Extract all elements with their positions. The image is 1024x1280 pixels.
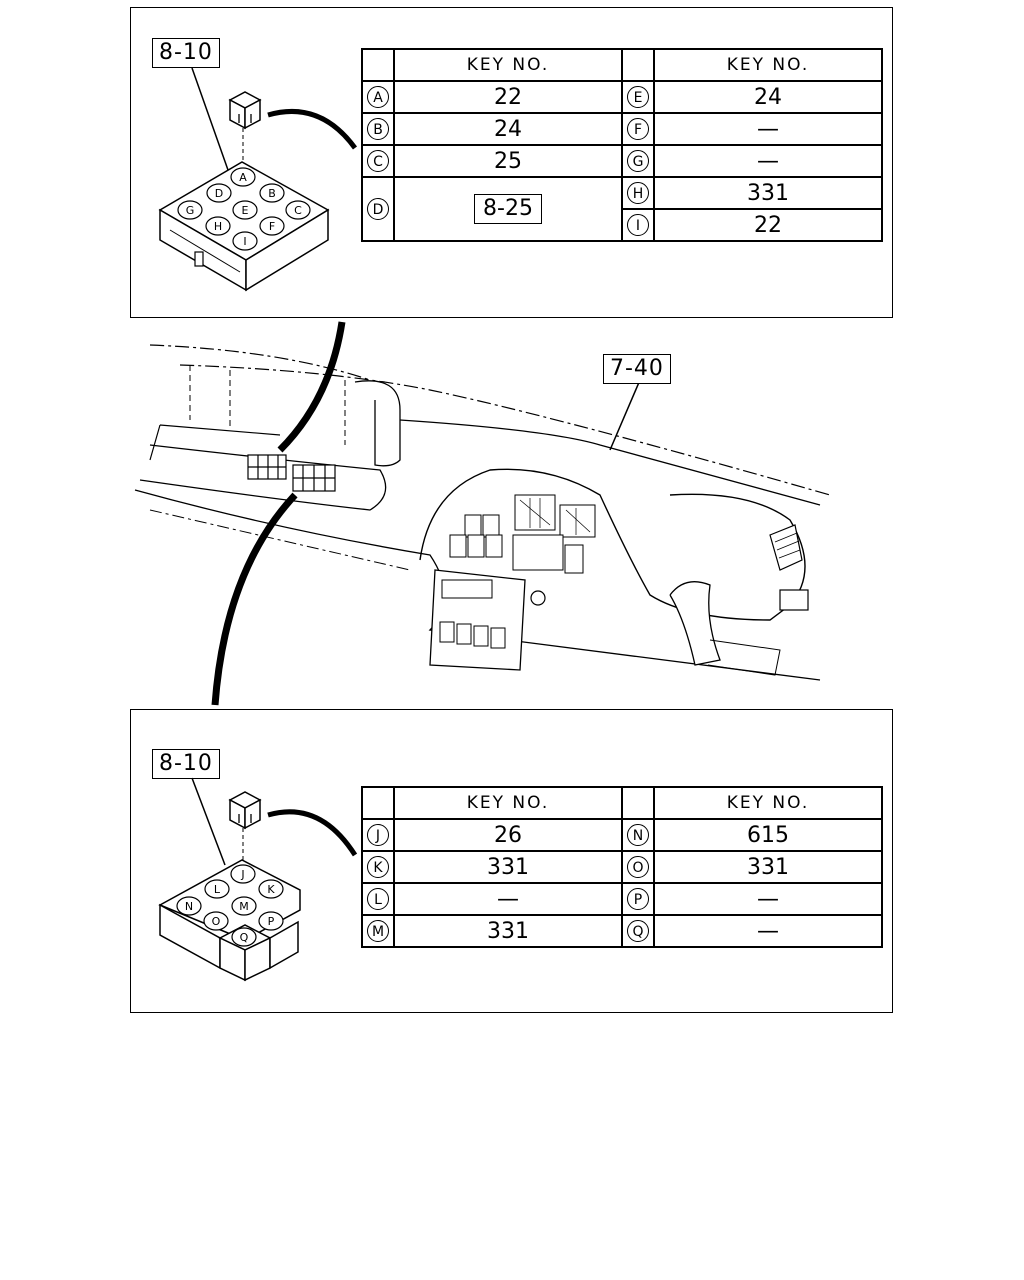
key-letter-D: D [367, 198, 389, 220]
key-letter-B: B [367, 118, 389, 140]
bottom-header-left: KEY NO. [393, 786, 623, 820]
key-letter-N: N [627, 824, 649, 846]
key-value-O: 331 [653, 850, 883, 884]
block-cell-I: I [243, 235, 246, 248]
key-letter-P: P [627, 888, 649, 910]
key-letter-F: F [627, 118, 649, 140]
top-key-table: KEY NO. KEY NO. A 22 E 24 B 24 F — C 25 … [361, 48, 883, 242]
key-value-L: — [393, 882, 623, 916]
key-value-H: 331 [653, 176, 883, 210]
key-value-I: 22 [653, 208, 883, 242]
key-value-P: — [653, 882, 883, 916]
top-relay-block-drawing: A D B G E C H F I [158, 67, 358, 292]
block-cell-E: E [242, 204, 249, 217]
key-letter-L: L [367, 888, 389, 910]
key-value-F: — [653, 112, 883, 146]
key-value-C: 25 [393, 144, 623, 178]
block-cell-M: M [239, 900, 249, 913]
top-header-left: KEY NO. [393, 48, 623, 82]
dashboard-ref-label: 7-40 [603, 354, 671, 384]
block-cell-B: B [268, 187, 276, 200]
bottom-header-right: KEY NO. [653, 786, 883, 820]
block-cell-L: L [214, 883, 221, 896]
key-value-Q: — [653, 914, 883, 948]
key-letter-O: O [627, 856, 649, 878]
top-panel-ref-label: 8-10 [152, 38, 220, 68]
key-value-J: 26 [393, 818, 623, 852]
key-value-K: 331 [393, 850, 623, 884]
block-cell-J: J [240, 868, 244, 881]
block-cell-D: D [215, 187, 223, 200]
key-letter-J: J [367, 824, 389, 846]
key-letter-Q: Q [627, 920, 649, 942]
key-letter-M: M [367, 920, 389, 942]
key-value-B: 24 [393, 112, 623, 146]
dashboard-drawing [134, 321, 831, 706]
block-cell-O: O [212, 915, 221, 928]
block-cell-F: F [269, 220, 275, 233]
key-letter-G: G [627, 150, 649, 172]
block-cell-G: G [186, 204, 195, 217]
block-cell-A: A [239, 171, 247, 184]
bottom-relay-block-drawing: J L K N M O P Q [158, 777, 358, 982]
key-letter-E: E [627, 86, 649, 108]
key-value-G: — [653, 144, 883, 178]
key-letter-H: H [627, 182, 649, 204]
key-value-N: 615 [653, 818, 883, 852]
block-cell-N: N [185, 900, 193, 913]
key-letter-K: K [367, 856, 389, 878]
key-value-D-ref: 8-25 [474, 194, 542, 224]
bottom-panel-ref-label: 8-10 [152, 749, 220, 779]
block-cell-Q: Q [240, 931, 249, 944]
block-cell-P: P [268, 915, 275, 928]
key-letter-I: I [627, 214, 649, 236]
relay-cube-icon [228, 91, 262, 165]
block-cell-K: K [267, 883, 275, 896]
relay-cube-icon [228, 791, 262, 862]
key-letter-C: C [367, 150, 389, 172]
key-value-A: 22 [393, 80, 623, 114]
key-letter-A: A [367, 86, 389, 108]
key-value-E: 24 [653, 80, 883, 114]
key-value-M: 331 [393, 914, 623, 948]
top-header-right: KEY NO. [653, 48, 883, 82]
bottom-key-table: KEY NO. KEY NO. J 26 N 615 K 331 O 331 L… [361, 786, 883, 948]
block-cell-H: H [214, 220, 222, 233]
block-cell-C: C [294, 204, 302, 217]
